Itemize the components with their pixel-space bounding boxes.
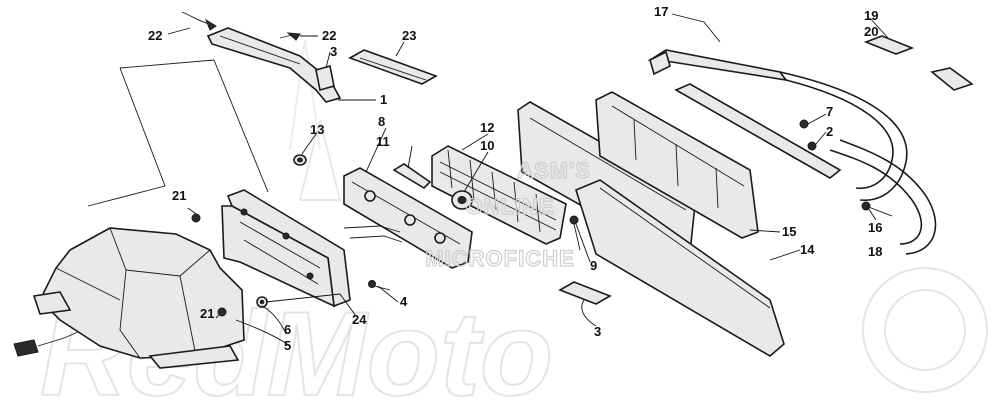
- part-22-rivet-right: [279, 32, 301, 41]
- part-15-frame-plate: [595, 91, 759, 239]
- callout-16: 16: [868, 220, 882, 235]
- callout-17: 17: [654, 4, 668, 19]
- callout-8: 8: [378, 114, 385, 129]
- part-24-mounting-bracket: [221, 189, 351, 308]
- callout-9: 9: [590, 258, 597, 273]
- watermark-line-1: ASM'S: [517, 158, 591, 183]
- leader-lines: [167, 13, 889, 347]
- part-23-decal-strip: [348, 49, 438, 85]
- callout-7: 7: [826, 104, 833, 119]
- part-2-nut-right: [807, 141, 817, 151]
- callout-15: 15: [782, 224, 796, 239]
- part-9-screw: [569, 215, 581, 251]
- assembly-guide-lines: [87, 59, 269, 207]
- part-1-upper-bracket: [206, 27, 342, 103]
- callout-1: 1: [380, 92, 387, 107]
- callout-5: 5: [284, 338, 291, 353]
- watermark-overlay: ASM'S ONLINE MICROFICHE: [425, 157, 591, 271]
- part-10-bulb: [451, 190, 473, 210]
- part-20-decal: [930, 67, 974, 91]
- part-11-gasket-strip: [392, 163, 432, 190]
- callout-20: 20: [864, 24, 878, 39]
- watermark-line-2: ONLINE: [465, 194, 554, 219]
- part-21-grommet-upper: [191, 213, 201, 223]
- part-4-screw: [368, 280, 391, 291]
- callout-labels: 22 22 3 23 1 17 19 20 13 8 11 12 10 7 2 …: [148, 4, 882, 353]
- callout-12: 12: [480, 120, 494, 135]
- callout-18: 18: [868, 244, 882, 259]
- watermark-line-3: MICROFICHE: [425, 246, 574, 271]
- part-22-rivet-left: [181, 11, 217, 31]
- part-16-bolt: [861, 201, 893, 217]
- part-19-decal: [863, 35, 915, 55]
- part-14-rear-panel: [517, 101, 785, 357]
- part-13-grommet: [293, 154, 307, 166]
- callout-19: 19: [864, 8, 878, 23]
- part-3-lower-decal: [558, 281, 612, 305]
- part-7-screw: [799, 119, 809, 129]
- callout-21-upper: 21: [172, 188, 186, 203]
- callout-2: 2: [826, 124, 833, 139]
- part-17-rear-rail: [647, 49, 937, 255]
- callout-10: 10: [480, 138, 494, 153]
- callout-14: 14: [800, 242, 815, 257]
- callout-22-left: 22: [148, 28, 162, 43]
- callout-3-lower: 3: [594, 324, 601, 339]
- part-12-lens: [431, 145, 567, 245]
- callout-24: 24: [352, 312, 367, 327]
- callout-23: 23: [402, 28, 416, 43]
- part-6-washer: [256, 296, 268, 308]
- callout-22-right: 22: [322, 28, 336, 43]
- callout-11: 11: [376, 134, 390, 149]
- callout-3-upper: 3: [330, 44, 337, 59]
- callout-6: 6: [284, 322, 291, 337]
- callout-13: 13: [310, 122, 324, 137]
- part-8-taillight-housing: [343, 167, 473, 269]
- callout-21-lower: 21: [200, 306, 214, 321]
- part-5-lower-housing: [13, 227, 245, 369]
- callout-4: 4: [400, 294, 408, 309]
